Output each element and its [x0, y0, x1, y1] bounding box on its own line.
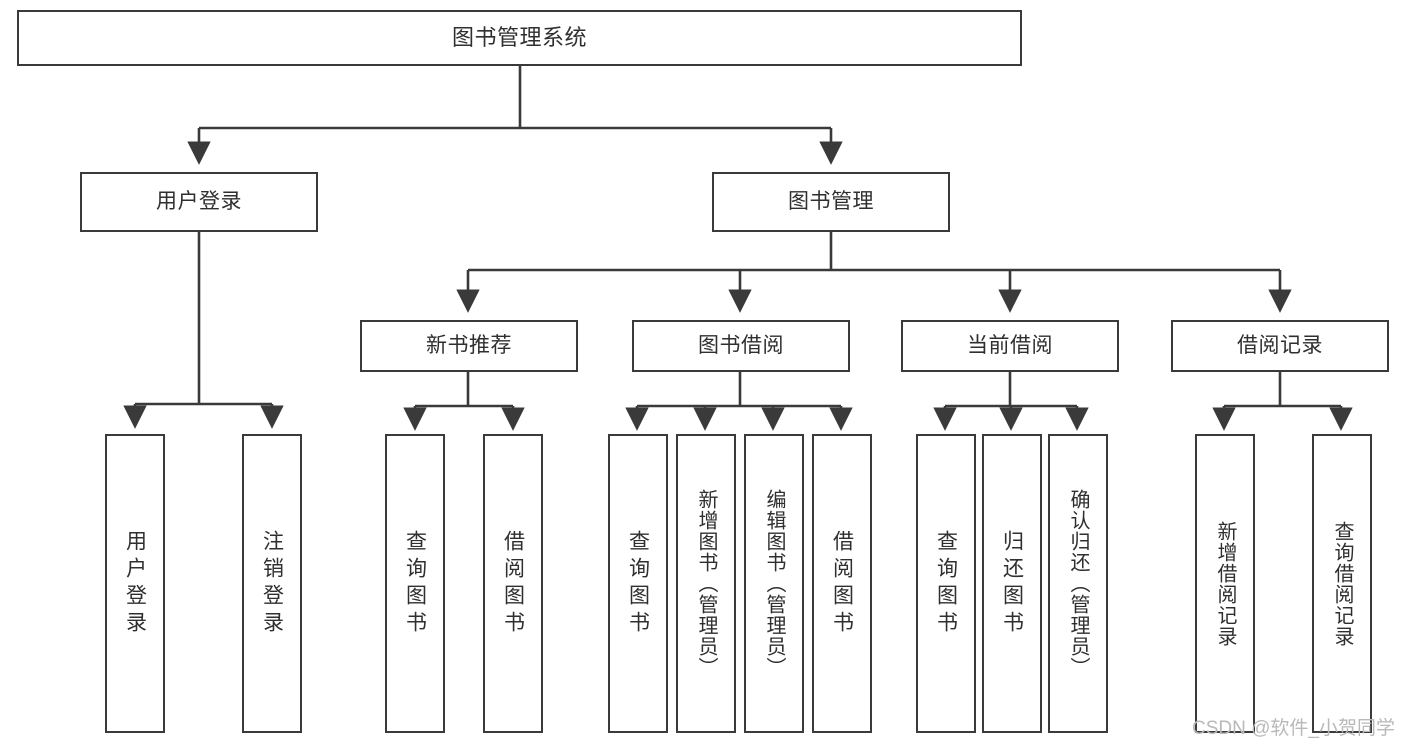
node-borrow-record[interactable]: 借阅记录 [1171, 320, 1389, 372]
node-label: 用户登录 [156, 190, 242, 214]
node-label: 新增借阅记录 [1214, 520, 1236, 647]
leaf-borrow-book[interactable]: 借阅图书 [812, 434, 872, 733]
node-label: 借阅图书 [501, 529, 525, 638]
leaf-query-book-current[interactable]: 查询图书 [916, 434, 976, 733]
node-label: 归还图书 [1000, 529, 1024, 638]
node-label: 查询图书 [934, 529, 958, 638]
leaf-edit-book[interactable]: 编辑图书（管理员） [744, 434, 804, 733]
node-label: 新书推荐 [426, 334, 512, 358]
leaf-user-login[interactable]: 用户登录 [105, 434, 165, 733]
node-label: 注销登录 [260, 529, 284, 638]
node-book-manage[interactable]: 图书管理 [712, 172, 950, 232]
node-label: 查询图书 [626, 529, 650, 638]
node-label: 图书管理 [788, 190, 874, 214]
node-label: 编辑图书（管理员） [763, 489, 785, 678]
leaf-query-borrow-record[interactable]: 查询借阅记录 [1312, 434, 1372, 733]
node-label: 新增图书（管理员） [695, 489, 717, 678]
leaf-borrow-book-recommend[interactable]: 借阅图书 [483, 434, 543, 733]
node-user-login[interactable]: 用户登录 [80, 172, 318, 232]
node-book-borrow[interactable]: 图书借阅 [632, 320, 850, 372]
node-label: 借阅图书 [830, 529, 854, 638]
watermark-credit: CSDN @软件_小贺同学 [1192, 718, 1395, 739]
node-label: 借阅记录 [1237, 334, 1323, 358]
node-root-system[interactable]: 图书管理系统 [17, 10, 1022, 66]
leaf-add-borrow-record[interactable]: 新增借阅记录 [1195, 434, 1255, 733]
node-new-book-recommend[interactable]: 新书推荐 [360, 320, 578, 372]
leaf-user-logout[interactable]: 注销登录 [242, 434, 302, 733]
leaf-add-book[interactable]: 新增图书（管理员） [676, 434, 736, 733]
node-label: 查询图书 [403, 529, 427, 638]
node-label: 图书管理系统 [451, 24, 587, 50]
node-label: 用户登录 [123, 529, 147, 638]
leaf-confirm-return[interactable]: 确认归还（管理员） [1048, 434, 1108, 733]
node-label: 当前借阅 [967, 334, 1053, 358]
node-current-borrow[interactable]: 当前借阅 [901, 320, 1119, 372]
leaf-return-book[interactable]: 归还图书 [982, 434, 1042, 733]
leaf-query-book-borrow[interactable]: 查询图书 [608, 434, 668, 733]
node-label: 确认归还（管理员） [1067, 489, 1089, 678]
node-label: 查询借阅记录 [1331, 520, 1353, 647]
node-label: 图书借阅 [698, 334, 784, 358]
leaf-query-book-recommend[interactable]: 查询图书 [385, 434, 445, 733]
